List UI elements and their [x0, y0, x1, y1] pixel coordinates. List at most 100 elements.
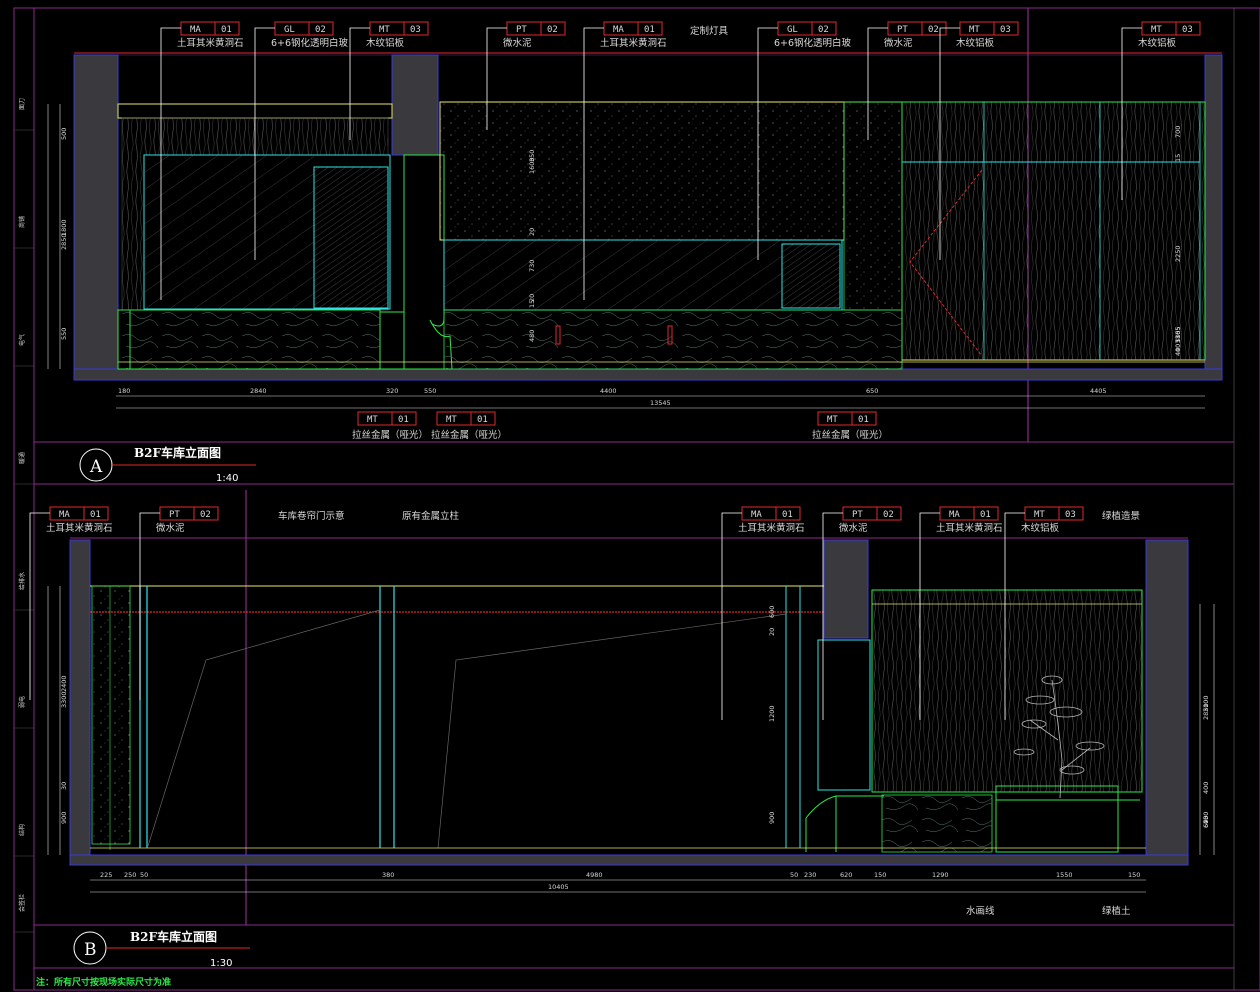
a-tag-top-0-code: MA: [190, 25, 201, 35]
a-tag-top-7-leader: [939, 27, 960, 260]
a-tag-bottom-code: MT: [367, 415, 378, 425]
a-dim-right-1: 2250: [1174, 245, 1182, 262]
a-dim-right-3: 15: [1174, 154, 1182, 162]
a-tag-top-8-code: MT: [1151, 25, 1162, 35]
a-tag-bottom-num: 01: [858, 415, 869, 425]
b-dim-inner-0: 600: [768, 606, 776, 618]
a-tag-top-3-code: PT: [516, 25, 527, 35]
b-tag-top-right-0-label: 土耳其米黄洞石: [738, 522, 805, 534]
a-dim-right-2: 40: [1174, 348, 1182, 356]
b-tag-top-right-2-label: 土耳其米黄洞石: [936, 522, 1003, 534]
b-tag-top-right-0-leader: [721, 512, 742, 720]
a-dim-bottom-6: 4405: [1090, 387, 1107, 395]
a-tag-top-6-code: PT: [897, 25, 908, 35]
b-tag-top-right-1-num: 02: [883, 510, 894, 520]
b-label-top-2: 绿植造景: [1102, 510, 1140, 522]
b-dim-bottom-5: 50: [790, 871, 798, 879]
b-label-top-1: 原有金属立柱: [402, 510, 460, 522]
b-tag-top-right-1-code: PT: [852, 510, 863, 520]
fixture-label: 定制灯具: [690, 25, 729, 37]
a-tag-bottom-label: 拉丝金属（哑光）: [431, 429, 507, 441]
b-tag-top-right-2-leader: [919, 512, 940, 720]
b-tag-top-right-1-label: 微水泥: [839, 522, 868, 534]
b-dim-bottom-3: 380: [382, 871, 394, 879]
a-tag-top-6-leader: [867, 27, 888, 140]
b-tag-top-left-0-num: 01: [90, 510, 101, 520]
a-tag-bottom-0: MT 01 拉丝金属（哑光）: [352, 411, 428, 441]
b-tag-top-right-0-code: MA: [751, 510, 762, 520]
elevation-a: [73, 52, 1223, 381]
a-tag-bottom-label: 拉丝金属（哑光）: [812, 429, 888, 441]
a-dim-bottom-0: 180: [118, 387, 130, 395]
b-dim-bottom-6: 230: [804, 871, 816, 879]
b-tag-top-right-1-leader: [822, 512, 843, 720]
drawing-frame: [13, 7, 1260, 991]
a-dim-right-8: 40: [1174, 344, 1182, 352]
a-tag-bottom-num: 01: [398, 415, 409, 425]
a-dim-bottom-2: 320: [386, 387, 398, 395]
dimension-lines: [47, 104, 1215, 893]
b-tag-top-left-1-label: 微水泥: [156, 522, 185, 534]
b-dim-left-3: 30: [60, 782, 68, 790]
a-tag-top-5-leader: [757, 27, 778, 260]
b-dim-right-0: 2100: [1202, 695, 1210, 712]
a-tag-bottom-label: 拉丝金属（哑光）: [352, 429, 428, 441]
b-dim-right-1: 2850: [1202, 703, 1210, 720]
b-dim-bottom-10: 1550: [1056, 871, 1073, 879]
a-dim-left-1: 1800: [60, 219, 68, 236]
a-dim-inner-4: 20: [528, 294, 536, 302]
a-tag-top-2-label: 木纹铝板: [366, 37, 405, 49]
b-tag-top-left-1-num: 02: [200, 510, 211, 520]
a-dim-inner-3: 20: [528, 228, 536, 236]
a-dim-bottom-4: 4400: [600, 387, 617, 395]
b-label-top-0: 车库卷帘门示意: [278, 510, 345, 522]
side-label-7: 会签栏: [18, 894, 26, 912]
a-tag-top-4-num: 01: [644, 25, 655, 35]
b-dim-right-5: 450: [1202, 812, 1210, 824]
a-dim-right-4: 380: [1174, 331, 1182, 343]
a-dim-right-0: 700: [1174, 126, 1182, 138]
a-tag-top-4-leader: [583, 27, 604, 300]
a-tag-top-8-leader: [1121, 27, 1142, 200]
b-dim-bottom-9: 1290: [932, 871, 949, 879]
b-tag-top-right-3-label: 木纹铝板: [1021, 522, 1060, 534]
b-dim-bottom-8: 150: [874, 871, 886, 879]
b-dim-bottom-1: 250: [124, 871, 136, 879]
a-tag-top-5-label: 6+6钢化透明白玻: [774, 37, 852, 49]
b-tag-top-left-0-leader: [29, 512, 50, 700]
b-dim-bottom-7: 620: [840, 871, 852, 879]
side-label-5: 弱电: [18, 696, 26, 708]
b-tag-top-right-3-num: 03: [1065, 510, 1076, 520]
a-tag-top-2-leader: [349, 27, 370, 140]
b-dim-bottom-4: 4980: [586, 871, 603, 879]
title-bar-b: [34, 924, 1234, 969]
a-dim-bottom-5: 650: [866, 387, 878, 395]
b-tag-top-right-0-num: 01: [782, 510, 793, 520]
side-label-6: 结构: [18, 824, 26, 836]
side-label-4: 给排水: [18, 572, 26, 590]
elevation-b-letter: B: [84, 940, 97, 960]
a-tag-bottom-code: MT: [446, 415, 457, 425]
plant-illustration: [1013, 675, 1105, 799]
a-tag-top-2-code: MT: [379, 25, 390, 35]
a-tag-top-8-label: 木纹铝板: [1138, 37, 1177, 49]
b-dim-right-4: 600: [1202, 816, 1210, 828]
a-tag-top-3-leader: [486, 27, 507, 130]
side-label-3: 暖通: [18, 452, 26, 464]
a-tag-bottom-num: 01: [477, 415, 488, 425]
b-dim-inner-2: 1200: [768, 705, 776, 722]
a-tag-top-3-num: 02: [547, 25, 558, 35]
side-label-1: 商铺: [18, 216, 26, 228]
